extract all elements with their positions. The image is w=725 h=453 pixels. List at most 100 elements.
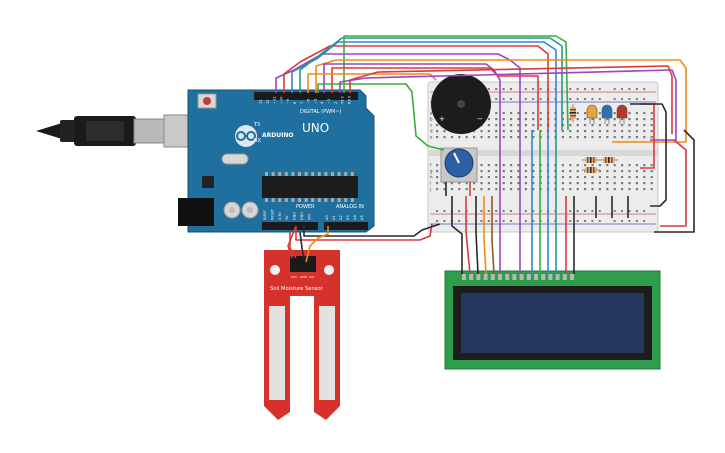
digital-pin-label: 7 — [300, 102, 304, 104]
piezo-buzzer[interactable]: + − — [431, 74, 491, 134]
wire-black-right-loop — [654, 129, 695, 233]
crystal-oscillator — [221, 153, 249, 165]
buzzer-plus-label: + — [439, 115, 445, 123]
breadboard-row-label: c — [430, 123, 432, 128]
power-pin-label: GND — [300, 212, 304, 220]
wire-orange-lcd — [483, 196, 487, 275]
power-pin-label: GND — [293, 212, 297, 220]
wire-red-right — [349, 65, 673, 134]
sensor-mount-hole-left — [270, 265, 280, 275]
sensor-header — [290, 256, 316, 272]
wire-orange-a0 — [305, 226, 329, 263]
resistor-lcd-2 — [582, 167, 600, 173]
sensor-pin-label: SIG — [309, 275, 315, 279]
wire-black-lcd-2 — [475, 196, 479, 275]
breadboard-row-label: a — [430, 111, 433, 116]
wire-red-lcd-1 — [465, 196, 471, 275]
analog-pin-label: A4 — [353, 215, 357, 220]
resistor-led-1 — [570, 104, 576, 122]
led-1[interactable] — [586, 104, 598, 124]
wire-black-lcd-1 — [451, 196, 463, 274]
wire-group — [275, 35, 695, 275]
analog-in-label: ANALOG IN — [336, 204, 364, 210]
analog-pin-label: A3 — [346, 215, 350, 220]
digital-header — [254, 92, 358, 100]
usb-cable — [36, 114, 195, 148]
digital-pin-label: 13 — [259, 99, 263, 104]
sensor-label: Soil Moisture Sensor — [270, 286, 324, 292]
reset-button-cap — [203, 97, 211, 105]
wire-black-rail-right — [630, 103, 667, 207]
sensor-probe-trace-right — [319, 306, 335, 400]
wire-black-sensor — [299, 231, 305, 259]
power-jack[interactable] — [178, 198, 214, 226]
digital-pwm-label: DIGITAL (PWM~) — [300, 109, 342, 115]
wire-brown-lcd — [491, 196, 495, 275]
breadboard-row-label: j — [429, 187, 431, 192]
power-pin-label: 5V — [285, 215, 289, 220]
wire-purple-top — [275, 53, 521, 130]
digital-pin-label: TX 1 — [341, 96, 345, 105]
analog-pin-label: A0 — [325, 215, 329, 220]
power-label: POWER — [296, 204, 315, 210]
wire-purple-right — [339, 69, 677, 141]
breadboard-center-channel — [428, 150, 658, 156]
digital-pin-label: ~9 — [286, 98, 290, 104]
breadboard-row-label: b — [430, 117, 433, 122]
wire-green-buzzer — [317, 83, 445, 151]
wire-purple-2 — [323, 63, 501, 130]
breadboard-row-label: h — [430, 175, 433, 180]
rx-label: RX — [254, 138, 261, 144]
lcd-16x2-display[interactable] — [444, 270, 661, 370]
power-pin-label: 3.3V — [278, 212, 282, 220]
voltage-regulator — [202, 176, 214, 188]
breadboard-row-label: f — [430, 163, 432, 168]
digital-pin-label: ~11 — [273, 96, 277, 104]
digital-pin-label: ~3 — [327, 99, 331, 104]
wire-red-power — [295, 223, 433, 241]
digital-pin-label: ~6 — [307, 98, 311, 104]
breadboard-row-label: d — [430, 129, 433, 134]
breadboard-row-label: e — [430, 135, 433, 140]
sensor-mount-hole-right — [324, 265, 334, 275]
breadboard-row-label: i — [430, 181, 431, 186]
arduino-uno-board[interactable]: DIGITAL (PWM~) ARDUINO UNO TX RX POWER A… — [178, 89, 375, 233]
lcd-screen — [461, 293, 644, 353]
resistor-group — [570, 104, 618, 173]
digital-pin-label: RX 0 — [347, 95, 351, 104]
wire-green-top — [343, 35, 569, 131]
power-pin-label: VIN — [307, 214, 311, 220]
sensor-probe-trace-left — [269, 306, 285, 400]
power-header — [262, 222, 318, 230]
sensor-pin-label: GND — [300, 275, 308, 279]
wire-red-sensor — [289, 232, 297, 259]
digital-pin-label: ~10 — [279, 96, 283, 104]
buzzer-hole — [457, 100, 465, 108]
potentiometer[interactable] — [440, 147, 478, 183]
digital-pin-label: 4 — [320, 101, 324, 104]
wire-red-2 — [331, 67, 539, 130]
analog-pin-label: A5 — [360, 215, 364, 220]
led-group — [586, 104, 628, 124]
breadboard-row-label: g — [430, 169, 433, 174]
analog-header — [324, 222, 368, 230]
resistor-lcd-3 — [600, 157, 618, 163]
power-pin-label: IOREF — [263, 210, 267, 220]
wire-red-top — [283, 45, 549, 130]
analog-pin-label: A1 — [332, 215, 336, 220]
power-pin-label: RESET — [270, 208, 274, 220]
sensor-pin-label: VCC — [291, 275, 297, 279]
led-3[interactable] — [616, 104, 628, 124]
wire-black-power — [303, 223, 441, 237]
digital-pin-label: 8 — [293, 101, 297, 104]
atmega-chip — [262, 176, 358, 198]
tx-label: TX — [253, 122, 261, 128]
buzzer-minus-label: − — [477, 115, 483, 123]
analog-pin-label: A2 — [339, 215, 343, 220]
wire-red-right-loop — [660, 139, 687, 227]
led-2[interactable] — [601, 104, 613, 124]
resistor-lcd-1 — [582, 157, 600, 163]
wire-red-sensor-2 — [287, 225, 297, 259]
